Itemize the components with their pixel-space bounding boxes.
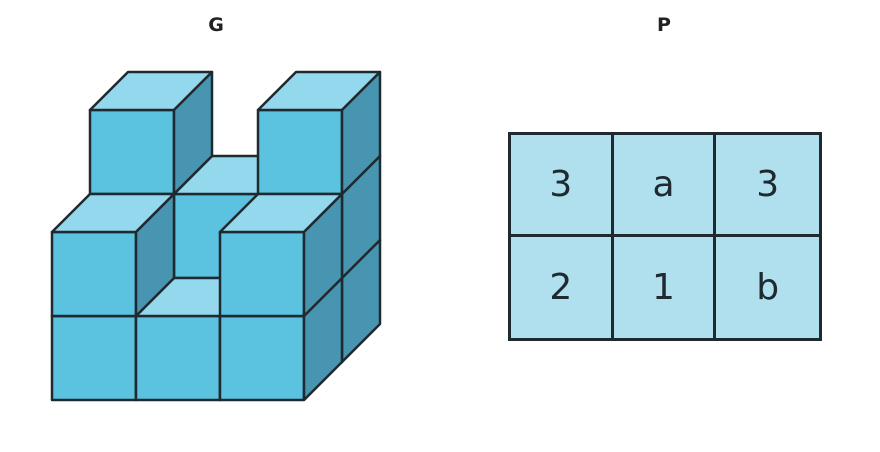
grid-cell: 2 — [511, 236, 614, 338]
grid-cell: a — [613, 135, 717, 237]
figure-g-label: G — [208, 14, 224, 36]
grid-cell: 3 — [511, 135, 614, 237]
figure-p-label: P — [657, 14, 671, 36]
cube-stack-figure — [50, 70, 382, 402]
cube — [50, 192, 176, 318]
grid-cell: 3 — [716, 135, 819, 237]
cube — [218, 192, 344, 318]
grid-cell: b — [756, 266, 780, 308]
grid-cell: 1 — [614, 236, 717, 338]
cube — [88, 70, 214, 196]
top-view-grid: 3 a 3 2 1 b — [508, 132, 822, 341]
cube — [256, 70, 382, 196]
